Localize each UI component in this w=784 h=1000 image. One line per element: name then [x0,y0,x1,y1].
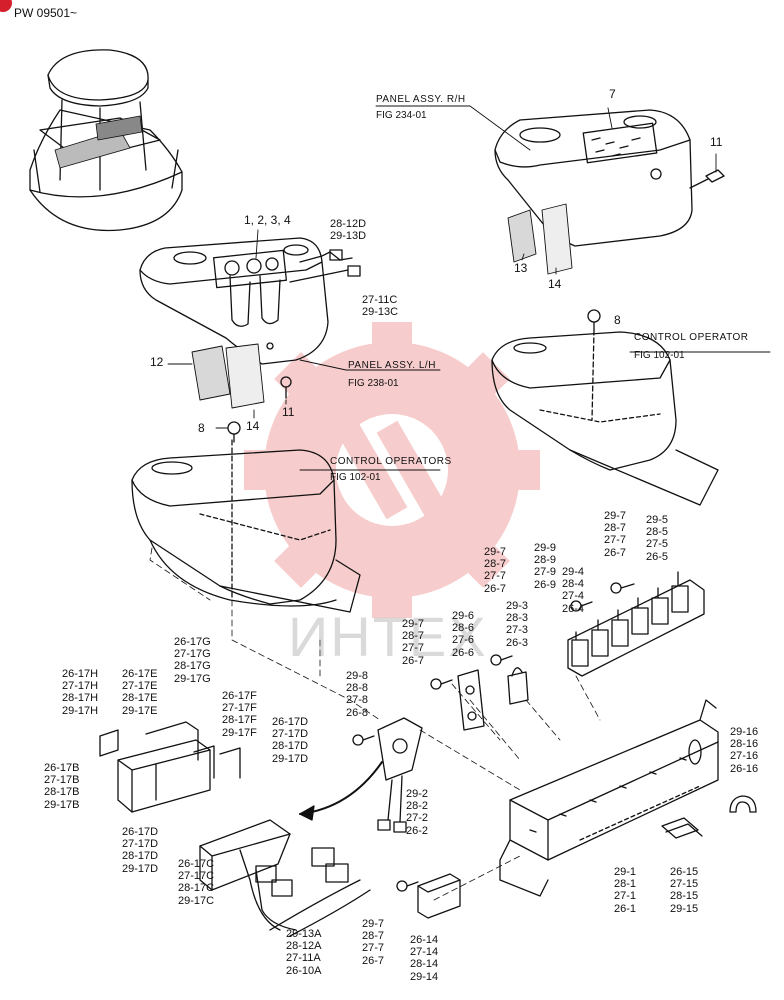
screw-8-left [227,421,241,443]
switch-29-3 [507,667,529,705]
harness-bracket-26-17D [199,819,371,937]
switch-29-6 [457,669,485,731]
callout-14-lh: 14 [246,419,260,433]
pad-14-lh [225,343,265,409]
control-operator-right-housing [491,329,719,506]
machine-thumbnail [29,49,183,232]
ref-control-right-title: CONTROL OPERATOR [634,332,749,343]
pad-14-rh [541,203,573,275]
panel-rh-part [494,109,693,247]
switch-29-2 [377,717,423,833]
callout-8-left: 8 [198,421,205,435]
serial-number: PW 09501~ [14,6,78,20]
callout-11-lh: 11 [282,405,295,419]
screw-11-rh [689,169,725,189]
pad-12-lh [191,345,231,401]
ref-control-left-title: CONTROL OPERATORS [330,456,452,467]
callout-1234: 1, 2, 3, 4 [244,213,291,227]
watermark-text: ИНТЕХ [288,605,488,668]
main-frame-part [499,699,719,897]
callout-13: 13 [514,261,528,275]
callout-14-rh: 14 [548,277,562,291]
control-operators-left-housing [131,439,361,613]
watermark-gear-icon [244,322,540,618]
ref-control-right-fig: FIG 102-01 [634,350,685,361]
dashed-guides [149,547,601,901]
callout-12: 12 [150,355,164,369]
corner-badge [0,0,12,12]
ref-panel-lh-title: PANEL ASSY. L/H [348,360,436,371]
ref-panel-lh-fig: FIG 238-01 [348,378,399,389]
screw-8-right [587,309,601,331]
screws-small [352,582,635,892]
direction-arrow-icon [299,761,383,821]
panel-lh-part [139,237,361,365]
leader-lines [167,105,771,471]
switch-26-14 [417,873,461,919]
ref-panel-rh-fig: FIG 234-01 [376,110,427,121]
callout-7: 7 [609,87,616,101]
rubber-26-15 [661,817,703,839]
ref-panel-rh-title: PANEL ASSY. R/H [376,94,466,105]
callout-11-rh: 11 [710,135,723,149]
bracket-26-17B [99,721,241,813]
callout-8-right: 8 [614,313,621,327]
ref-control-left-fig: FIG 102-01 [330,472,381,483]
screw-11-lh [280,376,292,399]
pad-13-rh [507,209,537,263]
relay-bank-part [567,571,705,677]
grommet-29-16 [729,795,757,813]
